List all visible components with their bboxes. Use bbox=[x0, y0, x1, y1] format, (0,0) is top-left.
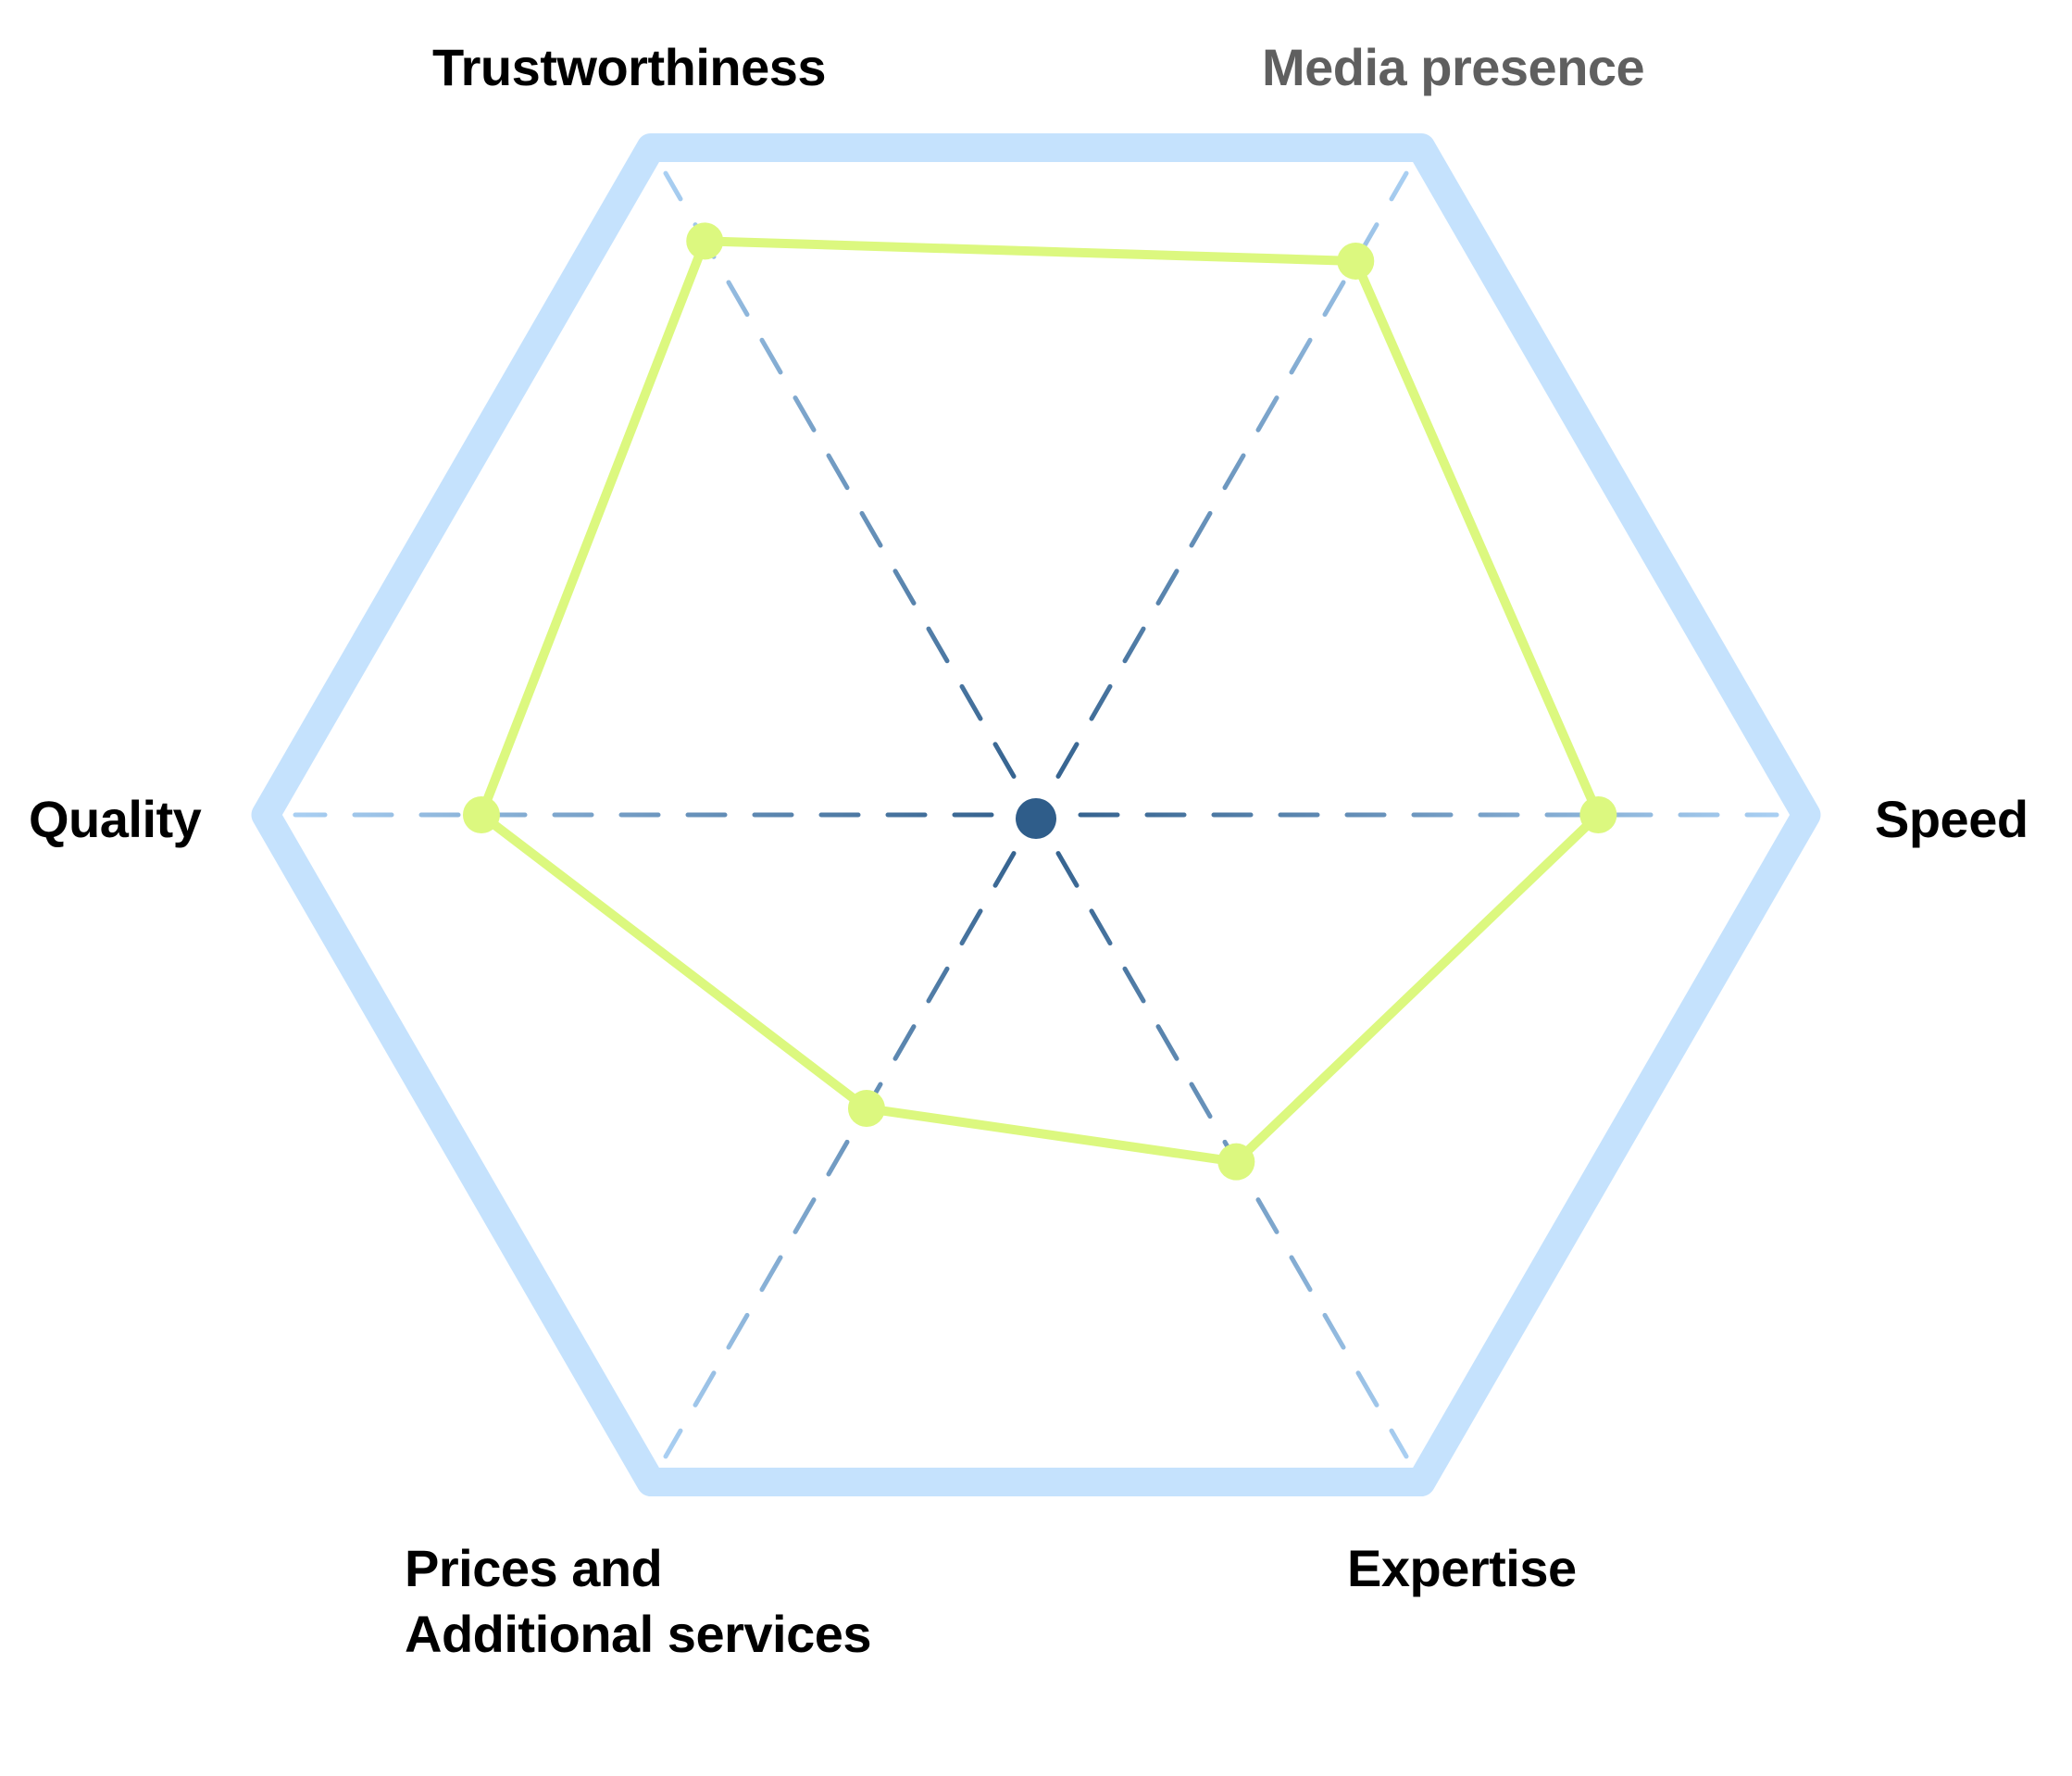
data-point-quality[interactable] bbox=[462, 796, 500, 833]
axis-label-line: Additional services bbox=[405, 1605, 871, 1663]
axis-label-media-presence: Media presence bbox=[1262, 38, 1644, 96]
data-point-speed[interactable] bbox=[1579, 796, 1617, 833]
series-outline bbox=[476, 236, 1604, 1167]
axis-label-trustworthiness: Trustworthiness bbox=[432, 38, 826, 96]
axis-label-quality: Quality bbox=[29, 790, 202, 848]
hexagon-frame bbox=[251, 132, 1821, 1497]
data-point-media-presence[interactable] bbox=[1337, 242, 1375, 280]
axis-label-line: Quality bbox=[29, 790, 202, 848]
axis-label-expertise: Expertise bbox=[1347, 1539, 1577, 1597]
axis-line-media-presence bbox=[1055, 170, 1409, 779]
axis-label-line: Expertise bbox=[1347, 1539, 1577, 1597]
axis-label-line: Media presence bbox=[1262, 38, 1644, 96]
series-layer bbox=[462, 222, 1617, 1181]
center-dot bbox=[1016, 798, 1056, 839]
axis-labels-layer: Speed Media presence TrustworthinessQualit… bbox=[29, 38, 2028, 1663]
axis-line-prices-and-additional-services bbox=[663, 851, 1017, 1459]
axis-label-line: Speed bbox=[1875, 790, 2028, 848]
axis-label-speed: Speed bbox=[1875, 790, 2028, 848]
axis-line-trustworthiness bbox=[663, 170, 1017, 779]
data-point-expertise[interactable] bbox=[1217, 1143, 1255, 1181]
axis-label-line: Trustworthiness bbox=[432, 38, 826, 96]
data-point-prices-and-additional-services[interactable] bbox=[847, 1090, 885, 1128]
data-point-trustworthiness[interactable] bbox=[686, 222, 724, 260]
hexagon-frame-layer bbox=[251, 132, 1821, 1497]
axis-label-line: Prices and bbox=[405, 1539, 662, 1597]
